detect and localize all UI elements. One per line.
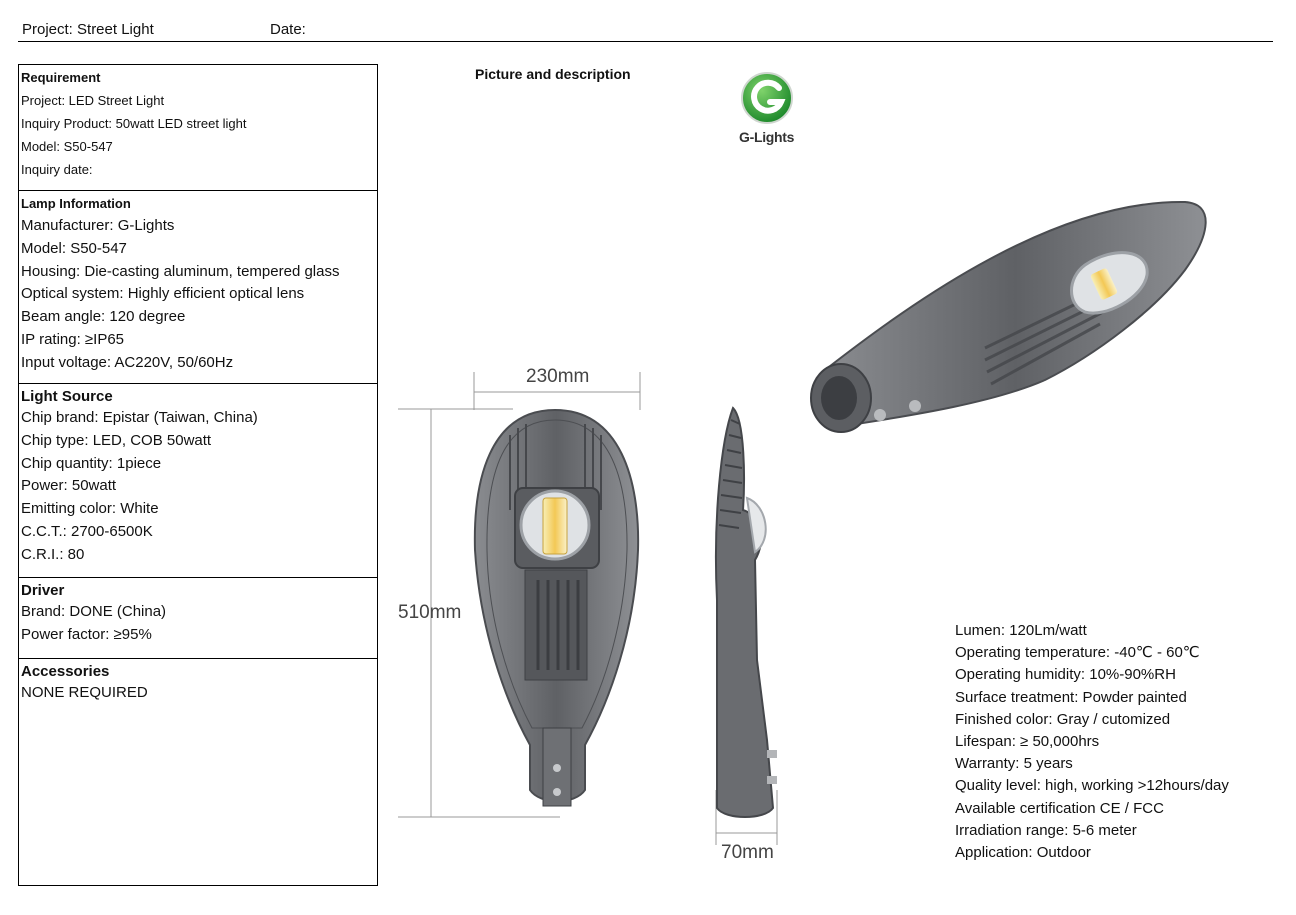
spec-row: Irradiation range: 5-6 meter [955, 821, 1137, 839]
light-source-row: Power: 50watt [21, 477, 117, 495]
project-header: Project: Street Light [22, 21, 154, 38]
requirement-section: Requirement Project: LED Street Light In… [19, 65, 377, 191]
spec-row: Available certification CE / FCC [955, 799, 1164, 817]
lamp-row: Input voltage: AC220V, 50/60Hz [21, 353, 234, 371]
light-source-title: Light Source [21, 388, 113, 405]
lamp-title: Lamp Information [21, 196, 131, 211]
light-source-row: Chip type: LED, COB 50watt [21, 431, 212, 449]
picture-title: Picture and description [475, 66, 631, 82]
requirement-row: Model: S50-547 [21, 139, 113, 154]
lamp-row: Beam angle: 120 degree [21, 308, 186, 326]
spec-row: Finished color: Gray / cutomized [955, 710, 1171, 728]
accessories-title: Accessories [21, 663, 110, 680]
g-lights-logo-icon [741, 72, 793, 124]
requirement-row: Inquiry Product: 50watt LED street light [21, 116, 247, 131]
accessories-section: Accessories NONE REQUIRED [19, 659, 377, 885]
spec-row: Operating temperature: -40℃ - 60℃ [955, 644, 1200, 662]
light-source-row: Chip brand: Epistar (Taiwan, China) [21, 409, 258, 426]
driver-row: Brand: DONE (China) [21, 603, 167, 620]
spec-row: Application: Outdoor [955, 844, 1091, 862]
requirement-row: Project: LED Street Light [21, 93, 165, 108]
spec-row: Surface treatment: Powder painted [955, 688, 1187, 706]
street-light-drawing [398, 200, 1207, 845]
light-source-row: Emitting color: White [21, 500, 159, 518]
side-view [714, 406, 777, 818]
front-view [473, 408, 640, 807]
light-source-row: C.C.T.: 2700-6500K [21, 522, 153, 540]
driver-title: Driver [21, 582, 65, 599]
requirement-row: Inquiry date: [21, 162, 93, 177]
lamp-section: Lamp Information Manufacturer: G-Lights … [19, 191, 377, 384]
spec-row: Quality level: high, working >12hours/da… [955, 777, 1229, 795]
accessories-row: NONE REQUIRED [21, 684, 148, 701]
light-source-section: Light Source Chip brand: Epistar (Taiwan… [19, 384, 377, 578]
width-dimension: 230mm [526, 366, 590, 387]
info-table: Requirement Project: LED Street Light In… [18, 64, 378, 886]
depth-dimension: 70mm [721, 842, 774, 863]
perspective-view [810, 200, 1207, 433]
header-rule [18, 41, 1273, 42]
lamp-row: IP rating: ≥IP65 [21, 330, 125, 348]
logo-text: G-Lights [739, 129, 795, 145]
spec-row: Warranty: 5 years [955, 755, 1073, 773]
light-source-row: C.R.I.: 80 [21, 545, 85, 563]
driver-section: Driver Brand: DONE (China) Power factor:… [19, 578, 377, 659]
light-source-row: Chip quantity: 1piece [21, 454, 162, 472]
spec-row: Lifespan: ≥ 50,000hrs [955, 733, 1100, 751]
lamp-row: Housing: Die-casting aluminum, tempered … [21, 262, 340, 280]
spec-list: Lumen: 120Lm/watt Operating temperature:… [955, 620, 1229, 864]
requirement-title: Requirement [21, 70, 101, 85]
lamp-row: Manufacturer: G-Lights [21, 217, 175, 234]
lamp-row: Model: S50-547 [21, 239, 127, 257]
spec-row: Lumen: 120Lm/watt [955, 622, 1087, 639]
height-dimension: 510mm [398, 602, 462, 623]
spec-row: Operating humidity: 10%-90%RH [955, 666, 1176, 684]
lamp-row: Optical system: Highly efficient optical… [21, 285, 305, 303]
date-header: Date: [270, 21, 306, 38]
driver-row: Power factor: ≥95% [21, 625, 152, 643]
